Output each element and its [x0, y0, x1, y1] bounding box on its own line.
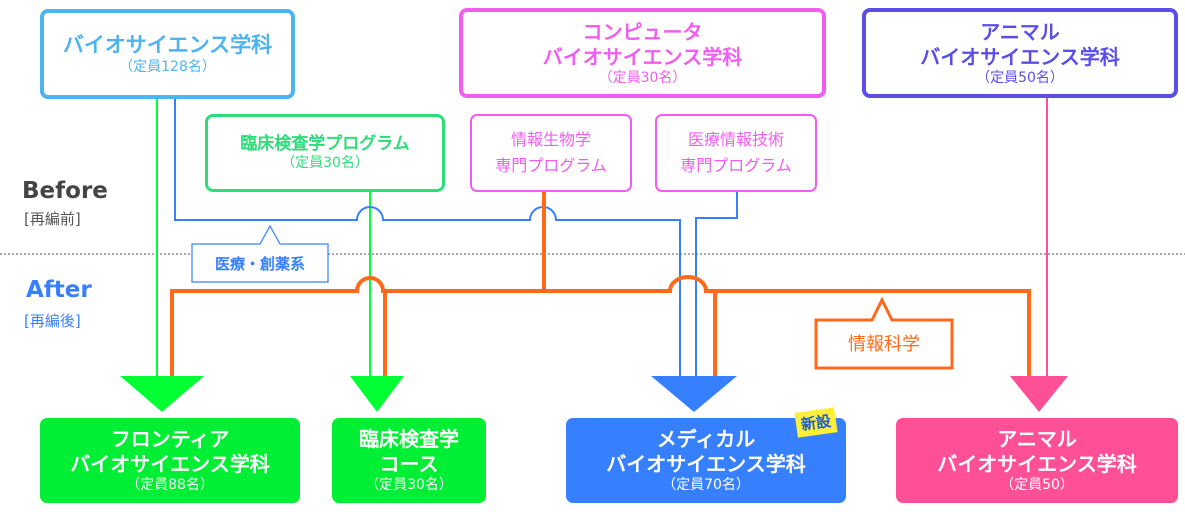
- dept-title-line2: バイオサイエンス学科: [920, 44, 1120, 69]
- before-sublabel: [再編前]: [24, 210, 81, 228]
- after-sublabel: [再編後]: [24, 312, 81, 330]
- dept-title-line2: バイオサイエンス学科: [937, 452, 1137, 477]
- blue-line-medical-it: [695, 192, 738, 378]
- dept-medical-after: メディカル バイオサイエンス学科 （定員70名）: [566, 418, 846, 503]
- callout-medical-drug: 医療・創薬系: [214, 255, 305, 273]
- after-label: After: [26, 277, 92, 303]
- blue-line-medical-drug: [174, 98, 681, 378]
- course-clinical-after: 臨床検査学 コース （定員30名）: [332, 418, 486, 503]
- dept-capacity: （定員128名）: [119, 58, 216, 75]
- arrowhead-frontier: [120, 376, 204, 412]
- callout-informatics-pointer: [814, 296, 954, 370]
- before-label: Before: [22, 178, 108, 204]
- dept-capacity: （定員50名）: [976, 69, 1064, 86]
- dept-title-line2: バイオサイエンス学科: [606, 452, 806, 477]
- program-title-line2: 専門プログラム: [680, 156, 792, 175]
- program-title: 臨床検査学プログラム: [240, 133, 410, 154]
- orange-line-informatics: [170, 275, 1031, 378]
- dept-title-line1: フロンティア: [110, 427, 230, 452]
- dept-title-line1: コンピュータ: [582, 19, 703, 44]
- program-bioinformatics-before: 情報生物学 専門プログラム: [470, 114, 632, 192]
- callout-informatics: 情報科学: [848, 334, 920, 355]
- dept-computer-before: コンピュータ バイオサイエンス学科 （定員30名）: [459, 8, 826, 98]
- dept-title-line1: メディカル: [656, 427, 756, 452]
- dept-capacity: （定員30名）: [598, 69, 687, 86]
- arrowhead-clinical: [350, 376, 404, 412]
- dept-animal-after: アニマル バイオサイエンス学科 （定員50）: [896, 418, 1178, 503]
- dept-title: バイオサイエンス学科: [62, 33, 273, 58]
- course-title-line1: 臨床検査学: [359, 427, 459, 452]
- callout-medical-drug-pointer: [191, 224, 329, 283]
- course-capacity: （定員30名）: [365, 477, 453, 494]
- course-title-line2: コース: [379, 452, 439, 477]
- program-title-line2: 専門プログラム: [495, 156, 607, 175]
- dept-title-line2: バイオサイエンス学科: [542, 44, 743, 69]
- dept-capacity: （定員88名）: [126, 477, 214, 494]
- dept-capacity: （定員50）: [1000, 477, 1074, 494]
- dept-title-line2: バイオサイエンス学科: [70, 452, 270, 477]
- dept-bioscience-before: バイオサイエンス学科 （定員128名）: [40, 9, 295, 99]
- program-title-line1: 医療情報技術: [687, 130, 784, 150]
- arrowhead-animal: [1010, 376, 1068, 412]
- program-medical-it-before: 医療情報技術 専門プログラム: [655, 114, 817, 192]
- arrowhead-medical: [651, 376, 737, 412]
- program-title-line1: 情報生物学: [510, 130, 591, 150]
- program-capacity: （定員30名）: [281, 155, 369, 172]
- program-clinical-before: 臨床検査学プログラム （定員30名）: [205, 114, 445, 192]
- dept-title-line1: アニマル: [997, 427, 1077, 452]
- dept-frontier-after: フロンティア バイオサイエンス学科 （定員88名）: [40, 418, 300, 503]
- dept-animal-before: アニマル バイオサイエンス学科 （定員50名）: [862, 8, 1178, 98]
- dept-capacity: （定員70名）: [662, 477, 750, 494]
- dept-title-line1: アニマル: [980, 19, 1060, 44]
